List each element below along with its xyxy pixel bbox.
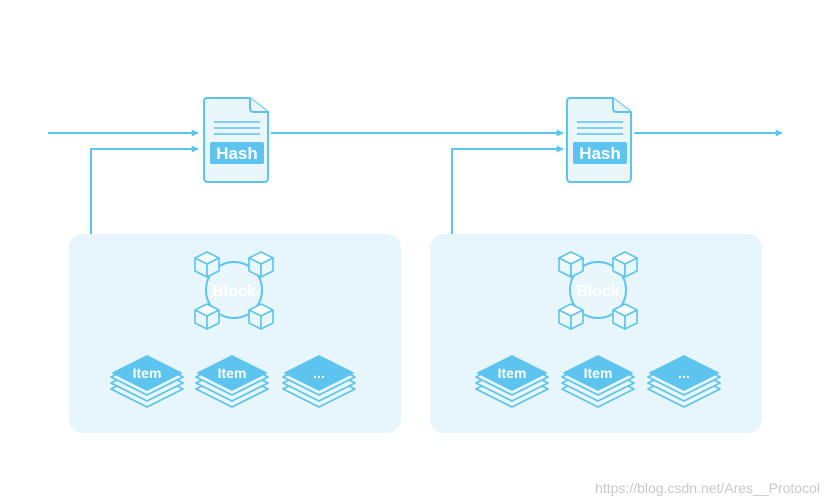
item-stack-2-1: Item xyxy=(475,355,549,408)
connector-lines xyxy=(48,129,783,234)
block-2-link-arrow xyxy=(451,145,564,234)
item-label: ... xyxy=(313,365,325,381)
item-stack-2-2: Item xyxy=(561,355,635,408)
block-node-1: Block xyxy=(194,251,274,330)
cube-icon xyxy=(248,303,274,330)
item-stack-2-3: ... xyxy=(647,355,721,408)
block-label: Block xyxy=(212,283,256,300)
item-stack-1-2: Item xyxy=(195,355,269,408)
block-node-2: Block xyxy=(558,251,638,330)
cube-icon xyxy=(194,251,220,278)
hash-label: Hash xyxy=(579,144,621,163)
cube-icon xyxy=(612,303,638,330)
block-1-link-arrow xyxy=(90,145,199,234)
cube-icon xyxy=(248,251,274,278)
cube-icon xyxy=(194,303,220,330)
hash-node-2: Hash xyxy=(566,97,632,183)
cube-icon xyxy=(612,251,638,278)
item-label: Item xyxy=(498,365,527,381)
cube-icon xyxy=(558,251,584,278)
item-label: Item xyxy=(584,365,613,381)
item-label: ... xyxy=(678,365,690,381)
item-label: Item xyxy=(218,365,247,381)
watermark-text: https://blog.csdn.net/Ares__Protocol xyxy=(595,480,820,496)
item-label: Item xyxy=(133,365,162,381)
block-label: Block xyxy=(576,283,620,300)
block-circle xyxy=(569,261,627,319)
item-stack-1-3: ... xyxy=(282,355,356,408)
hash-label: Hash xyxy=(216,144,258,163)
hash-node-1: Hash xyxy=(203,97,269,183)
item-stack-1-1: Item xyxy=(110,355,184,408)
cube-icon xyxy=(558,303,584,330)
block-circle xyxy=(205,261,263,319)
